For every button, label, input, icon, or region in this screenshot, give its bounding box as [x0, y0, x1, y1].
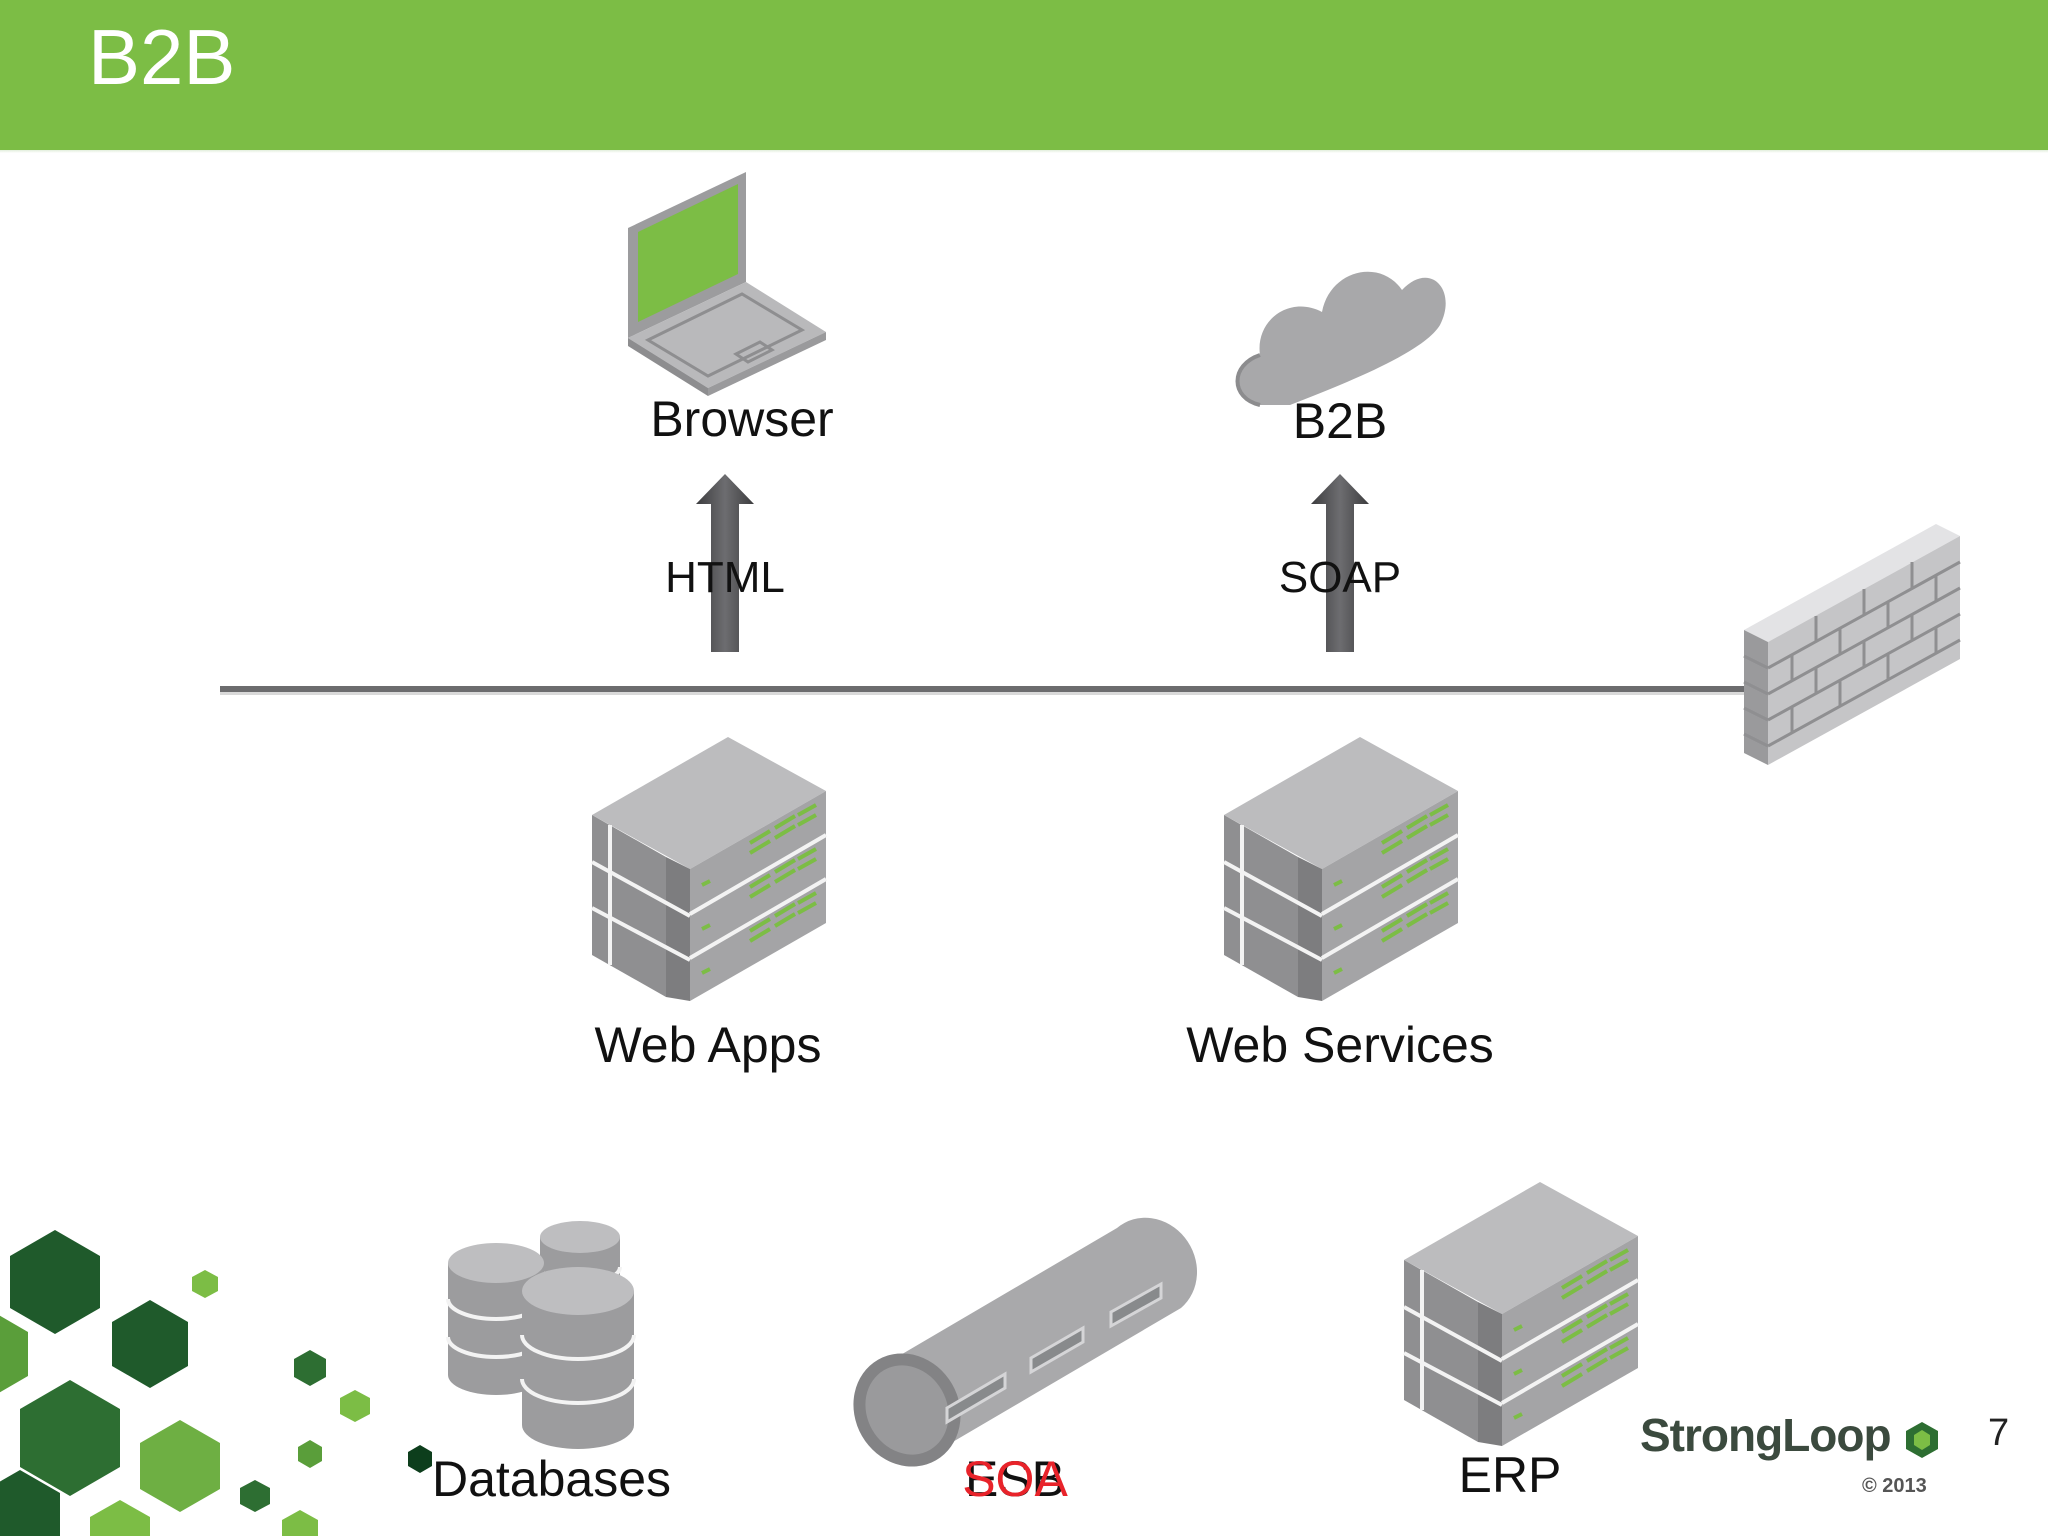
soa-label: SOA [962, 1451, 1068, 1507]
network-boundary-line [220, 686, 1750, 695]
copyright-text: © 2013 [1862, 1475, 1927, 1497]
browser-label: Browser [650, 391, 834, 447]
erp-label: ERP [1458, 1447, 1562, 1503]
page-number: 7 [1988, 1412, 2010, 1454]
server-rack-icon [591, 737, 828, 1001]
soap-connector-label: SOAP [1278, 553, 1402, 602]
arrow-up-icon [696, 474, 754, 652]
web-services-label: Web Services [1186, 1017, 1494, 1073]
server-rack-icon [1403, 1182, 1640, 1446]
service-bus-pipe-icon [853, 1217, 1198, 1467]
strongloop-logo-icon [1906, 1422, 1938, 1458]
strongloop-logo-text: StrongLoop [1640, 1409, 1892, 1461]
database-icon [446, 1221, 636, 1449]
slide-header [0, 0, 2048, 153]
server-rack-icon [1223, 737, 1460, 1001]
slide-title: B2B [88, 13, 236, 101]
b2b-label: B2B [1292, 393, 1388, 449]
web-apps-label: Web Apps [594, 1017, 822, 1073]
esb-label: ESB [964, 1451, 1066, 1507]
hexagon-pattern-decoration [0, 1230, 432, 1536]
databases-label: Databases [432, 1451, 672, 1507]
cloud-icon [1235, 271, 1446, 407]
laptop-icon [628, 172, 826, 396]
arrow-up-icon [1311, 474, 1369, 652]
html-connector-label: HTML [665, 553, 785, 602]
firewall-icon [1743, 524, 1961, 765]
